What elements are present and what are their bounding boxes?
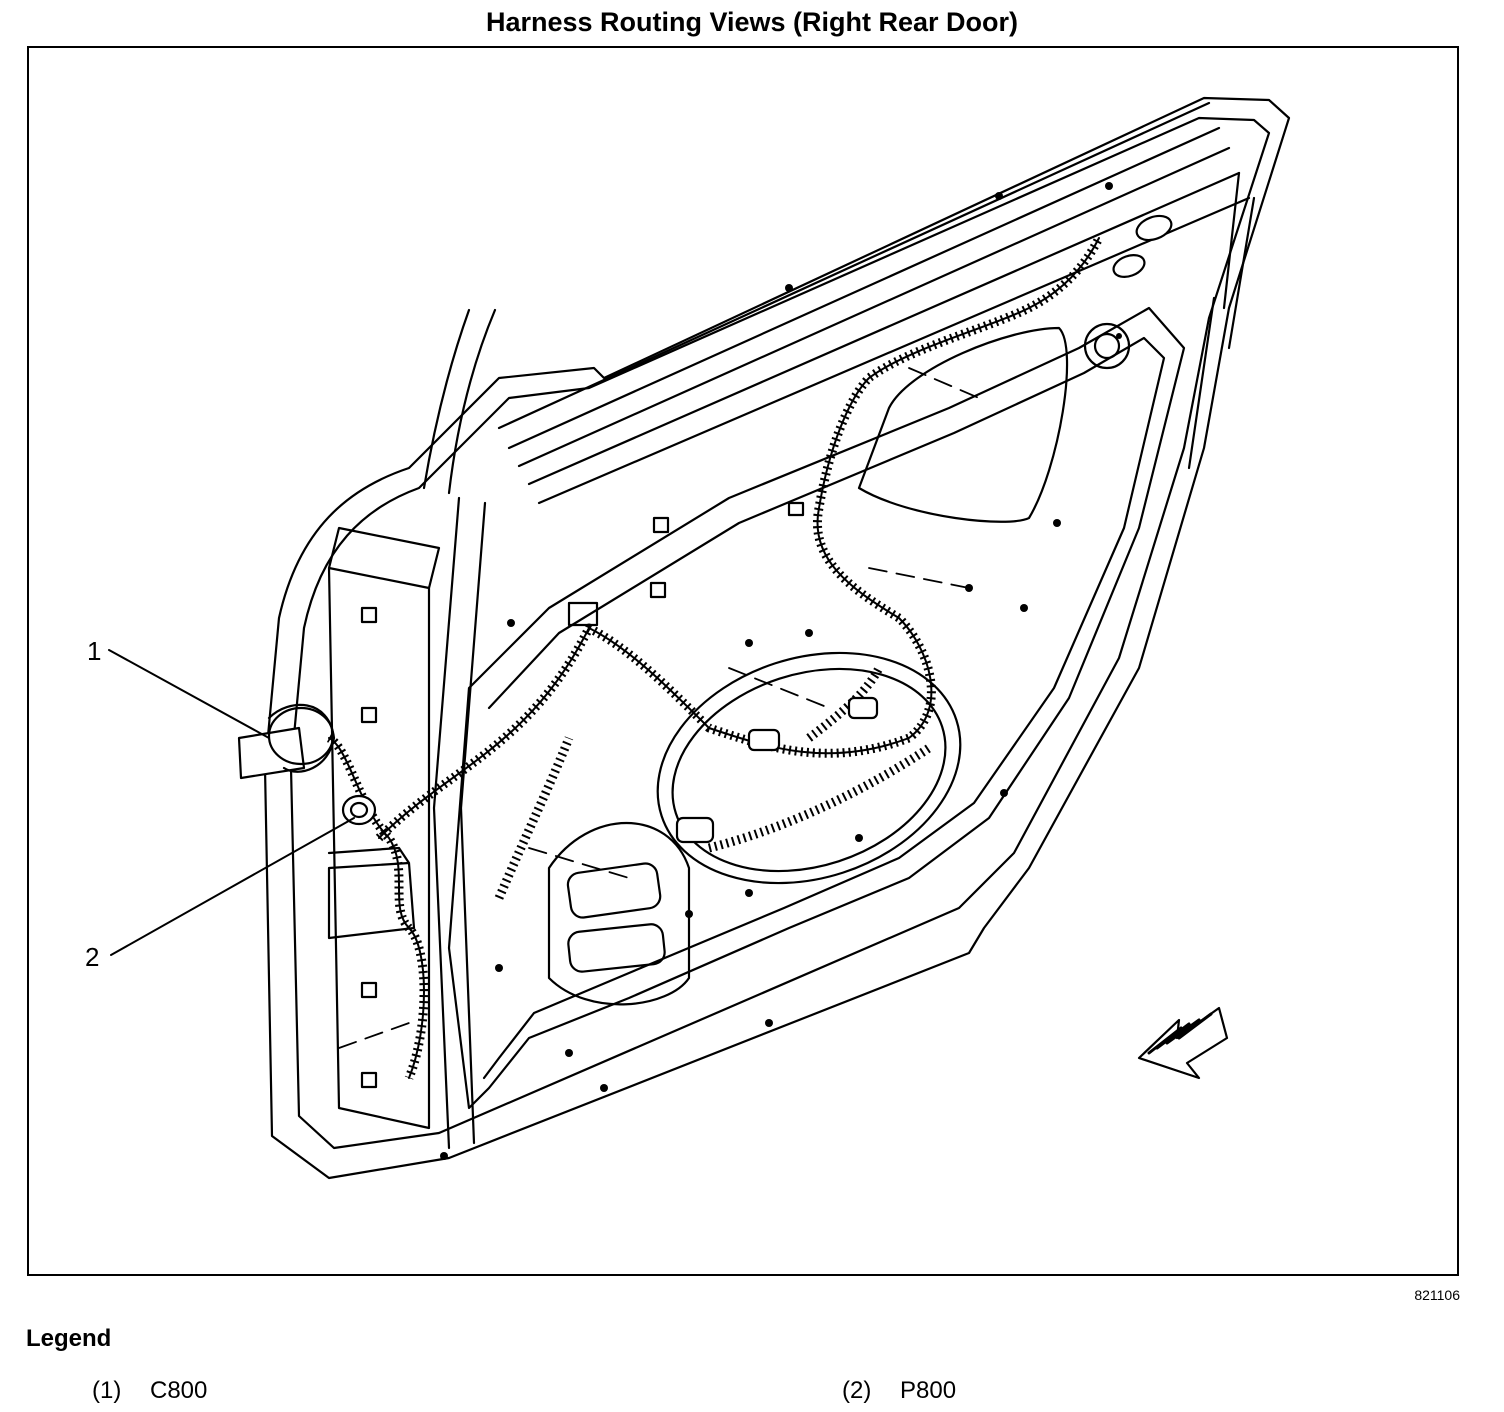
- callout-2-label: 2: [85, 942, 99, 972]
- callout-1-label: 1: [87, 636, 101, 666]
- harness-connector: [747, 728, 781, 752]
- access-opening-oval: [656, 651, 962, 885]
- legend-item-p800: (2) P800: [842, 1376, 956, 1406]
- grommet-inner: [1093, 332, 1121, 360]
- hinge-slot: [360, 981, 378, 999]
- window-frame-top: [497, 101, 1251, 505]
- hinge-pillar: [327, 526, 441, 1130]
- hinge-slot: [360, 1071, 378, 1089]
- panel-holes: [440, 182, 1122, 1160]
- lower-access-opening: [547, 822, 691, 1006]
- harness-connector: [1112, 254, 1146, 278]
- callout-leader-2: [110, 817, 355, 956]
- p800-connector: [341, 794, 377, 826]
- callout-leader-1: [108, 649, 270, 739]
- access-hole: [567, 923, 666, 973]
- c800-connector: [237, 703, 336, 780]
- wiring-harness-core: [328, 237, 1100, 1079]
- panel-slots: [567, 501, 805, 627]
- hinge-bracket: [327, 846, 416, 940]
- legend-item-number: (1): [92, 1377, 122, 1404]
- hinge-slot: [360, 706, 378, 724]
- legend-item-text: P800: [900, 1377, 957, 1404]
- wiring-harness: [326, 235, 1104, 1080]
- legend-item-text: C800: [150, 1377, 208, 1404]
- harness-connector: [847, 696, 879, 720]
- door-outer-shell: [263, 96, 1291, 1180]
- grommet: [1083, 322, 1131, 370]
- diagram-frame: 1 2: [27, 46, 1459, 1276]
- legend-heading: Legend: [26, 1325, 112, 1352]
- access-hole: [566, 862, 662, 919]
- arrow-icon: [1137, 1006, 1229, 1080]
- legend-item-number: (2): [842, 1377, 872, 1404]
- inner-panel-cavity: [447, 306, 1186, 1110]
- door-harness-drawing: 1 2: [85, 96, 1291, 1180]
- access-opening-oval-inner: [671, 667, 947, 873]
- routing-dash-lines: [338, 367, 980, 1049]
- inner-panel-lip: [482, 336, 1166, 1080]
- window-frame-rear: [1187, 171, 1256, 470]
- window-frame-front: [422, 308, 497, 1150]
- legend-item-c800: (1) C800: [92, 1376, 207, 1406]
- page-title: Harness Routing Views (Right Rear Door): [485, 7, 1019, 37]
- harness-connector: [1135, 214, 1173, 242]
- figure-id: 821106: [1414, 1287, 1460, 1303]
- harness-connector: [675, 816, 715, 844]
- hinge-slot: [360, 606, 378, 624]
- module-housing: [857, 326, 1069, 523]
- door-inner-shell: [289, 116, 1271, 1150]
